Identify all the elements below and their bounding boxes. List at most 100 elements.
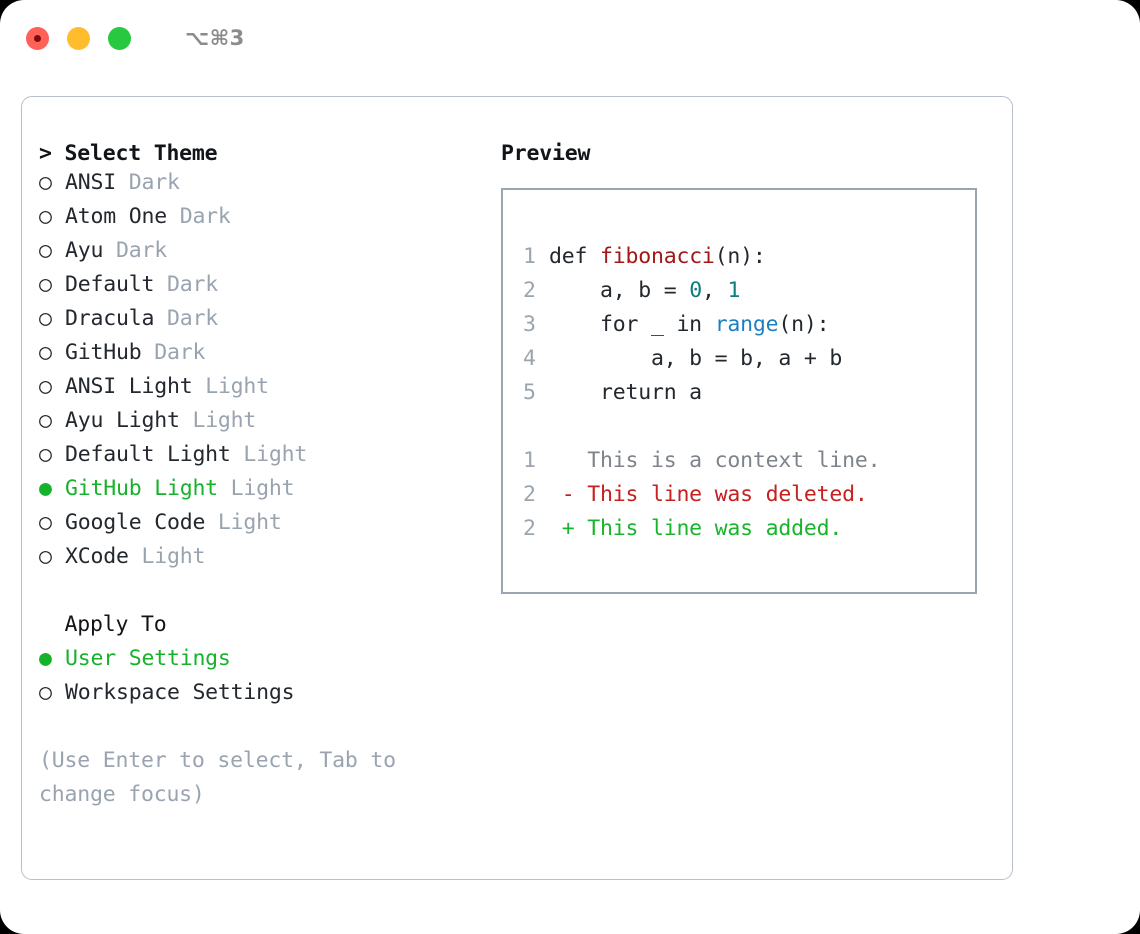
preview-heading: Preview bbox=[501, 141, 591, 166]
theme-item-label: GitHub Light bbox=[65, 476, 218, 501]
code-token: 0 bbox=[689, 278, 702, 303]
theme-item-label: Dracula bbox=[65, 306, 155, 331]
apply-to-option-label: User Settings bbox=[65, 646, 231, 671]
code-token: def bbox=[549, 244, 600, 269]
theme-item-google-code[interactable]: ○Google Code Light bbox=[39, 506, 501, 540]
theme-item-variant: Dark bbox=[154, 306, 218, 331]
theme-item-default[interactable]: ○ Default Dark bbox=[39, 268, 501, 302]
radio-unselected-icon: ○ bbox=[39, 544, 52, 569]
diff-line-added: 2 + This line was added. bbox=[523, 512, 975, 546]
minimize-button[interactable] bbox=[67, 26, 90, 50]
radio-unselected-icon: ○ bbox=[39, 408, 52, 433]
theme-item-label: XCode bbox=[65, 544, 129, 569]
code-token: return a bbox=[549, 380, 702, 405]
theme-item-dracula[interactable]: ○ Dracula Dark bbox=[39, 302, 501, 336]
radio-unselected-icon: ○ bbox=[39, 306, 52, 331]
diff-line-text: This is a context line. bbox=[549, 448, 881, 473]
theme-item-label: Default bbox=[65, 272, 155, 297]
apply-to-option-label: Workspace Settings bbox=[65, 680, 295, 705]
diff-sample: 1 This is a context line.2 - This line w… bbox=[523, 444, 975, 546]
code-line: 3 for _ in range(n): bbox=[523, 308, 975, 342]
theme-item-label: Atom One bbox=[65, 204, 167, 229]
theme-item-label: Default Light bbox=[65, 442, 231, 467]
theme-item-default-light[interactable]: ○ Default Light Light bbox=[39, 438, 501, 472]
theme-item-variant: Light bbox=[230, 442, 308, 467]
close-button[interactable] bbox=[26, 26, 49, 50]
theme-item-github-light[interactable]: ● GitHub Light Light bbox=[39, 472, 501, 506]
theme-item-variant: Light bbox=[179, 408, 257, 433]
theme-item-label: Ayu bbox=[65, 238, 104, 263]
code-token: (n): bbox=[778, 312, 830, 337]
line-number: 3 bbox=[523, 312, 536, 337]
code-line: 1 def fibonacci(n): bbox=[523, 240, 975, 274]
apply-to-heading: Apply To bbox=[39, 612, 167, 637]
line-number: 1 bbox=[523, 244, 536, 269]
apply-to-option-workspace-settings[interactable]: ○ Workspace Settings bbox=[39, 676, 501, 710]
theme-item-variant: Dark bbox=[154, 272, 218, 297]
radio-unselected-icon: ○ bbox=[39, 374, 52, 399]
radio-unselected-icon: ○ bbox=[39, 680, 52, 705]
theme-picker-panel: > Select Theme ○ANSI Dark○Atom One Dark○… bbox=[21, 96, 1013, 880]
title-bar: ⌥⌘3 bbox=[0, 0, 1140, 76]
theme-item-variant: Dark bbox=[166, 204, 231, 229]
code-token: , bbox=[701, 278, 728, 303]
theme-item-variant: Light bbox=[192, 374, 269, 399]
theme-item-label: GitHub bbox=[65, 340, 142, 365]
list-spacer bbox=[39, 574, 501, 608]
code-token: a, b = b, a + b bbox=[549, 346, 843, 371]
theme-item-ayu[interactable]: ○ Ayu Dark bbox=[39, 234, 501, 268]
apply-to-list[interactable]: ● User Settings ○ Workspace Settings bbox=[39, 642, 501, 710]
code-token: 1 bbox=[727, 278, 741, 303]
radio-unselected-icon: ○ bbox=[39, 238, 52, 263]
theme-item-atom-one[interactable]: ○ Atom One Dark bbox=[39, 200, 501, 234]
line-number: 4 bbox=[523, 346, 536, 371]
theme-item-label: Ayu Light bbox=[65, 408, 180, 433]
theme-item-ayu-light[interactable]: ○ Ayu Light Light bbox=[39, 404, 501, 438]
keyboard-hint-text: (Use Enter to select, Tab to change focu… bbox=[39, 748, 396, 807]
code-line: 4 a, b = b, a + b bbox=[523, 342, 975, 376]
diff-line-context: 1 This is a context line. bbox=[523, 444, 975, 478]
theme-item-variant: Light bbox=[128, 544, 206, 569]
diff-line-deleted: 2 - This line was deleted. bbox=[523, 478, 975, 512]
theme-item-variant: Light bbox=[217, 476, 295, 501]
diff-line-text: - This line was deleted. bbox=[549, 482, 868, 507]
apply-to-option-user-settings[interactable]: ● User Settings bbox=[39, 642, 501, 676]
radio-unselected-icon: ○ bbox=[39, 510, 52, 535]
theme-item-ansi[interactable]: ○ANSI Dark bbox=[39, 166, 501, 200]
line-number: 1 bbox=[523, 448, 536, 473]
theme-item-variant: Dark bbox=[103, 238, 167, 263]
theme-item-variant: Dark bbox=[141, 340, 206, 365]
line-number: 2 bbox=[523, 278, 536, 303]
radio-unselected-icon: ○ bbox=[39, 442, 52, 467]
code-token: fibonacci bbox=[599, 244, 715, 269]
code-diff-spacer bbox=[523, 410, 975, 444]
hint-spacer bbox=[39, 710, 501, 744]
radio-selected-icon: ● bbox=[39, 476, 52, 501]
theme-list[interactable]: ○ANSI Dark○Atom One Dark○Ayu Dark○Defaul… bbox=[39, 166, 501, 574]
theme-item-xcode[interactable]: ○ XCode Light bbox=[39, 540, 501, 574]
line-number: 5 bbox=[523, 380, 536, 405]
theme-item-label: ANSI Light bbox=[65, 374, 193, 399]
line-number: 2 bbox=[523, 516, 536, 541]
keyboard-shortcut-label: ⌥⌘3 bbox=[185, 26, 245, 50]
theme-item-variant: Dark bbox=[115, 170, 180, 195]
diff-line-text: + This line was added. bbox=[549, 516, 843, 541]
code-token: a, b = bbox=[549, 278, 690, 303]
theme-selection-column: > Select Theme ○ANSI Dark○Atom One Dark○… bbox=[39, 141, 501, 812]
radio-unselected-icon: ○ bbox=[39, 170, 52, 195]
maximize-button[interactable] bbox=[108, 26, 131, 50]
theme-item-github[interactable]: ○ GitHub Dark bbox=[39, 336, 501, 370]
radio-unselected-icon: ○ bbox=[39, 204, 52, 229]
theme-item-variant: Light bbox=[205, 510, 282, 535]
code-token: (n): bbox=[714, 244, 766, 269]
code-token: for _ in bbox=[549, 312, 715, 337]
radio-selected-icon: ● bbox=[39, 646, 52, 671]
theme-item-ansi-light[interactable]: ○ ANSI Light Light bbox=[39, 370, 501, 404]
radio-unselected-icon: ○ bbox=[39, 272, 52, 297]
code-line: 5 return a bbox=[523, 376, 975, 410]
radio-unselected-icon: ○ bbox=[39, 340, 52, 365]
